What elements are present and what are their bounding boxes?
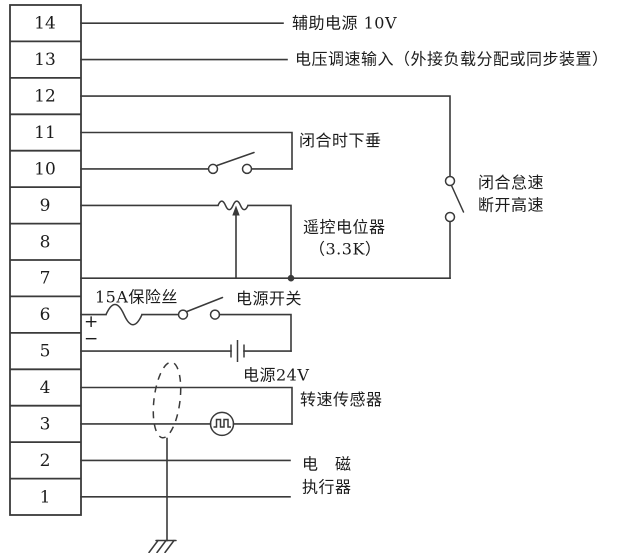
switch-contact-right [241, 163, 253, 175]
switch-blade [216, 151, 255, 167]
switch-contact-left [207, 163, 219, 175]
terminal-11: 11 [34, 123, 56, 143]
label-idle-line2: 断开高速 [478, 196, 544, 215]
terminal-7: 7 [40, 269, 51, 289]
terminal-13: 13 [34, 50, 56, 70]
wire-pin12 [80, 95, 451, 178]
terminal-5: 5 [40, 342, 51, 362]
fuse-icon [105, 303, 143, 326]
terminal-block: 14 13 12 11 10 9 8 7 6 5 4 3 2 1 [9, 4, 82, 516]
label-idle-line1: 闭合怠速 [478, 173, 544, 192]
terminal-10: 10 [34, 159, 56, 179]
label-plus-sign: + [84, 312, 98, 332]
label-potentiometer: 遥控电位器 [303, 218, 386, 237]
idle-speed-switch-icon [444, 175, 465, 223]
circuit-power-supply: + − 15A保险丝 电源开关 电源24V [80, 288, 309, 385]
sensor-pulse-wave [213, 418, 231, 428]
terminal-2: 2 [40, 451, 51, 471]
label-voltage-input: 电压调速输入（外接负载分配或同步装置） [295, 50, 609, 69]
power-switch-icon [177, 296, 224, 320]
cable-shield-ellipse-icon [152, 361, 182, 439]
terminal-6: 6 [40, 305, 51, 325]
wiper-arrowhead [232, 205, 240, 216]
terminal-12: 12 [34, 87, 56, 107]
pulse-sensor-icon [209, 411, 235, 437]
wire-pin11 [80, 131, 293, 170]
wire-pin4 [80, 386, 293, 425]
battery-icon [230, 340, 245, 362]
label-actuator-line1: 电 磁 [302, 455, 352, 474]
ground-stroke-3 [148, 539, 159, 553]
junction-dot [287, 274, 295, 282]
terminal-1: 1 [40, 487, 51, 507]
ground-stroke-2 [156, 539, 167, 553]
switch-blade [450, 184, 465, 213]
label-power-switch: 电源开关 [236, 289, 302, 308]
circuit-potentiometer: 遥控电位器 （3.3K） [80, 200, 386, 282]
switch-contact-bottom [444, 211, 456, 223]
terminal-4: 4 [40, 378, 51, 398]
terminal-14: 14 [34, 14, 56, 34]
wire-pot-to-pin7 [247, 204, 292, 276]
terminal-3: 3 [40, 414, 51, 434]
label-speed-sensor: 转速传感器 [300, 390, 383, 409]
switch-contact-right [209, 309, 221, 320]
switch-contact-top [444, 175, 456, 187]
shield-ground [148, 437, 177, 553]
switch-contact-left [177, 309, 189, 320]
label-droop: 闭合时下垂 [299, 131, 382, 150]
potentiometer-resistor-icon [217, 200, 249, 211]
circuit-aux-power: 辅助电源 10V [80, 14, 397, 33]
circuit-droop: 闭合时下垂 [80, 131, 382, 175]
chassis-ground-icon [148, 539, 177, 553]
ground-stroke-1 [164, 539, 175, 553]
switch-blade [186, 296, 224, 313]
droop-switch-icon [207, 151, 255, 175]
label-minus-sign: − [84, 329, 98, 349]
circuit-idle-speed: 闭合怠速 断开高速 [80, 95, 544, 279]
circuit-actuator: 电 磁 执行器 [80, 455, 352, 498]
circuit-voltage-input: 电压调速输入（外接负载分配或同步装置） [80, 50, 609, 69]
label-battery: 电源24V [243, 366, 309, 385]
sensor-circle [209, 411, 235, 437]
terminal-8: 8 [40, 232, 51, 252]
circuit-speed-sensor: 转速传感器 [80, 361, 383, 439]
label-actuator-line2: 执行器 [302, 478, 352, 497]
terminal-block-dividers [10, 40, 81, 480]
potentiometer-wiper-icon [232, 205, 240, 279]
terminal-9: 9 [40, 196, 51, 216]
label-potentiometer-value: （3.3K） [309, 240, 381, 259]
label-aux-power: 辅助电源 10V [292, 14, 397, 33]
wire-switch-to-battery [218, 313, 292, 352]
label-fuse: 15A保险丝 [95, 288, 178, 307]
